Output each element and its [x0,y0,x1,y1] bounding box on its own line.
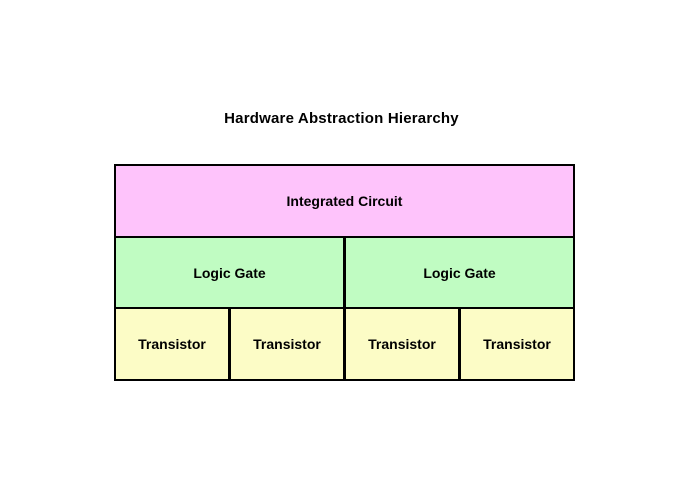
cell-transistor-3: Transistor [343,309,458,380]
diagram-title: Hardware Abstraction Hierarchy [224,110,459,127]
cell-transistor-4: Transistor [458,309,573,380]
cell-logic-gate-2: Logic Gate [343,237,573,308]
hierarchy-diagram: Integrated Circuit Logic Gate Logic Gate… [114,164,575,381]
row-transistors: Transistor Transistor Transistor Transis… [116,307,573,380]
cell-integrated-circuit: Integrated Circuit [286,192,403,209]
cell-transistor-1: Transistor [138,336,206,353]
cell-transistor-2: Transistor [228,309,343,380]
cell-logic-gate-1: Logic Gate [193,264,266,281]
row-logic-gates: Logic Gate Logic Gate [116,235,573,308]
row-integrated-circuit: Integrated Circuit [116,166,573,236]
